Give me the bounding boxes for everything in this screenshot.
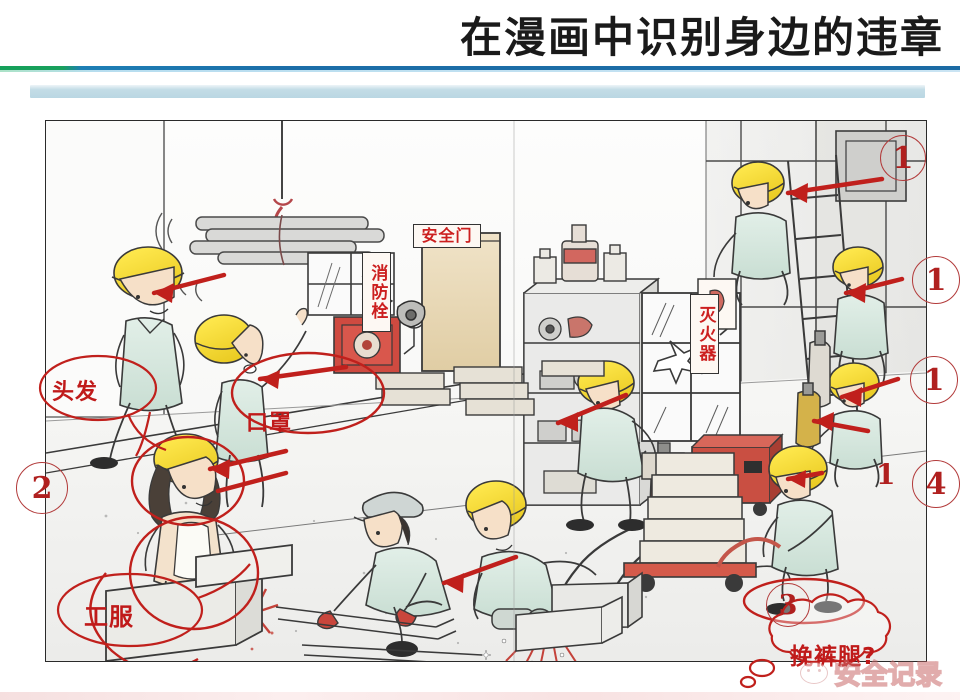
safety-door <box>421 232 501 372</box>
illustration-frame <box>45 120 927 662</box>
worker-crouching-right <box>807 362 883 488</box>
watermark: 安全记录 <box>800 653 943 692</box>
block-cart <box>623 452 791 592</box>
header-gradient-rule <box>0 66 960 70</box>
worker-on-scaffold <box>713 161 791 306</box>
pallet-bottom-right <box>515 595 623 652</box>
smiley-face-icon <box>800 661 828 684</box>
annotation-arrowheads <box>154 183 866 593</box>
worker-upper-right <box>832 246 889 386</box>
footer-strip <box>0 692 960 700</box>
worker-pointing-up <box>194 307 309 508</box>
header-gradient-rule-shadow <box>0 70 960 72</box>
worker-kneeling-cap <box>317 491 451 657</box>
workshop-cartoon-illustration <box>46 121 926 661</box>
fire-hydrant-box <box>333 316 401 374</box>
violation-number-4-value: 4 <box>925 466 947 502</box>
brick-stacks <box>375 360 605 416</box>
hanging-equipment <box>396 300 426 328</box>
violation-number-1b-value: 1 <box>925 262 947 298</box>
page-title: 在漫画中识别身边的违章 <box>459 13 944 62</box>
header-accent-bar <box>30 85 925 98</box>
small-window-left <box>307 252 395 316</box>
steel-beams-bottom <box>275 606 483 661</box>
grinder-sparks <box>480 630 577 661</box>
watermark-text: 安全记录 <box>833 659 943 692</box>
chemical-bottles <box>533 224 627 284</box>
crane-hook-pipes <box>155 121 385 302</box>
